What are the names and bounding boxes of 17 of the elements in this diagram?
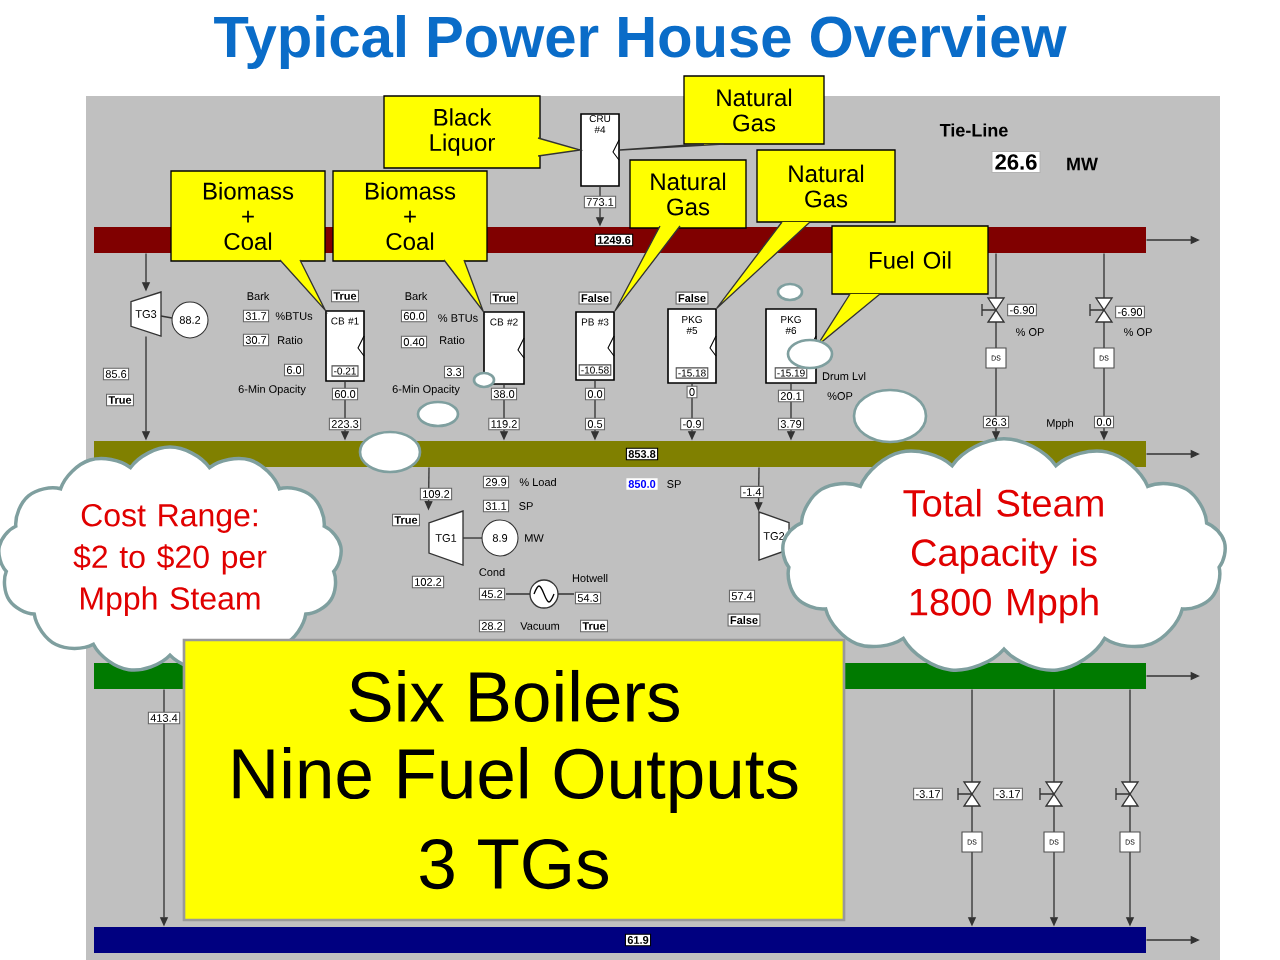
cloud-callout: Total Steam Capacity is 1800 Mpph [781,436,1227,672]
text-label: MW [1067,157,1098,171]
callout-box: Natural Gas [756,149,896,223]
summary-box: Six Boilers Nine Fuel Outputs 3 TGs [182,638,846,922]
callout-pointer [279,259,328,315]
title: Typical Power House Overview [214,15,1067,70]
readout-box: 26.6 [991,151,1041,173]
text-label: Tie-Line [939,123,1008,137]
callout-pointer [537,137,584,157]
callout-box: Biomass + Coal [332,170,488,262]
callout-pointer [614,225,681,312]
callout-box: Natural Gas [629,159,747,229]
callout-pointer [443,259,486,316]
callout-pointer [716,221,811,309]
cloud-callout: Cost Range: $2 to $20 per Mpph Steam [0,445,343,672]
callout-box: Natural Gas [683,75,825,145]
callout-box: Black Liquor [383,95,541,169]
